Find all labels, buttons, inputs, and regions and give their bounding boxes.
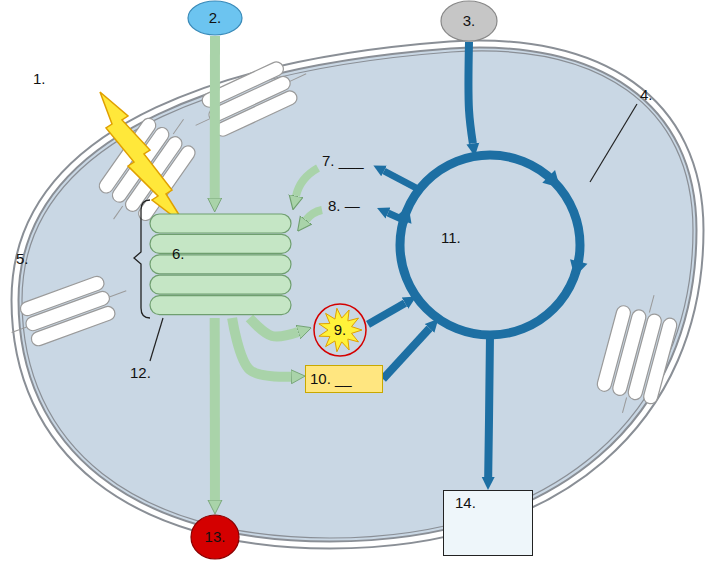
callout-number: 13. xyxy=(205,529,226,546)
chloroplast-envelope xyxy=(15,44,700,545)
stroma-lamella xyxy=(109,291,126,297)
thylakoid xyxy=(214,89,300,139)
leader-line xyxy=(590,104,637,182)
callout-number: 12. xyxy=(130,364,151,381)
bracket xyxy=(134,200,150,318)
callout-number: 7. ___ xyxy=(322,152,364,169)
thylakoid-disc xyxy=(150,275,291,294)
callout-number: 4. xyxy=(640,86,653,103)
stroma-lamella xyxy=(114,206,123,219)
thylakoid-disc xyxy=(150,255,291,274)
circle-shape xyxy=(188,1,242,35)
callout-number: 14. xyxy=(455,495,476,512)
input-circle: 2. xyxy=(187,0,243,36)
callout-number: 1. xyxy=(33,70,46,87)
envelope-inner-membrane xyxy=(15,44,700,545)
light-bolt xyxy=(100,92,186,226)
stroma-lamella xyxy=(196,119,211,126)
flow-arrow xyxy=(210,318,220,500)
box-shape xyxy=(306,366,383,393)
output-circle: 13. xyxy=(190,514,240,560)
box-shape xyxy=(444,491,533,556)
return-arrow xyxy=(306,210,322,220)
granum: 6. xyxy=(148,212,293,318)
input-circle: 3. xyxy=(440,0,498,42)
thylakoid xyxy=(29,304,116,347)
thylakoid-stack xyxy=(185,52,315,145)
callout-number: 3. xyxy=(463,13,476,30)
cycle-output-arrow xyxy=(384,171,420,190)
thylakoid-stacks xyxy=(3,52,683,421)
flow-arrow xyxy=(210,36,220,198)
cycle-direction-head xyxy=(395,203,417,224)
callout-number: 2. xyxy=(209,10,222,27)
product-box: 10. __ xyxy=(305,365,383,393)
thylakoid-stack xyxy=(592,287,683,421)
return-arrow xyxy=(296,168,318,196)
callout-number: 9. xyxy=(334,322,347,339)
thylakoid xyxy=(642,317,678,406)
thylakoid-disc xyxy=(150,214,291,233)
cycle-ring-outline xyxy=(395,150,585,340)
energy-star: 9. xyxy=(312,302,368,358)
stroma-lamella xyxy=(649,295,654,312)
stroma-ground xyxy=(22,51,693,538)
output-box: 14. xyxy=(443,490,533,556)
leader-line xyxy=(150,318,163,361)
flow-arrow xyxy=(232,318,291,377)
thylakoid-disc xyxy=(150,296,291,315)
flow-arrow xyxy=(383,328,430,379)
cycle-ring: 11. xyxy=(395,150,585,340)
stroma-lamella xyxy=(12,327,27,332)
flow-arrow xyxy=(488,335,490,477)
thylakoid-stack xyxy=(3,268,133,353)
cycle-direction-head xyxy=(566,259,588,279)
flow-arrow xyxy=(368,303,405,324)
callout-number: 10. __ xyxy=(310,371,352,388)
thylakoid-disc xyxy=(150,234,291,253)
circle-shape xyxy=(441,1,497,41)
callout-number: 5. xyxy=(16,250,29,267)
cycle-direction-head xyxy=(542,170,566,194)
stroma-lamella xyxy=(173,119,183,134)
star-burst xyxy=(319,308,362,352)
flow-arrow xyxy=(469,42,473,143)
star-ring xyxy=(314,304,366,356)
callout-number: 11. xyxy=(441,230,461,247)
stroma-lamella xyxy=(290,74,306,82)
circle-shape xyxy=(191,515,239,559)
flow-arrow xyxy=(250,318,299,336)
cycle-ring-path xyxy=(400,155,580,335)
callout-number: 8. — xyxy=(328,197,360,214)
stroma-lamella xyxy=(622,398,626,413)
callout-number: 6. xyxy=(172,246,185,263)
granum-outline xyxy=(148,212,293,318)
